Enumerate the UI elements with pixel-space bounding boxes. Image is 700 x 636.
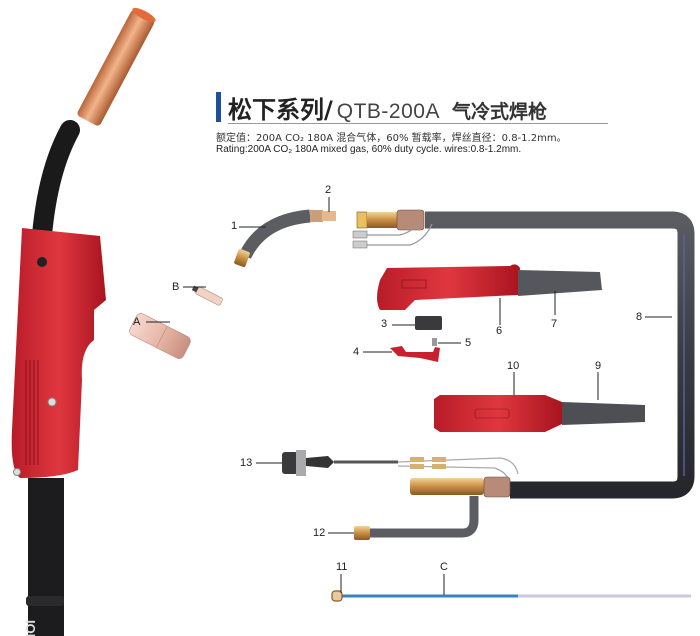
handle-screw: [47, 397, 57, 407]
part-b-contact-tip: [191, 285, 223, 306]
part-8-cable: [425, 211, 695, 499]
grip-ridges: [25, 360, 39, 465]
label-9: 9: [595, 360, 602, 372]
label-a: A: [133, 316, 141, 328]
spec-text-cn: 额定值：200A CO₂ 180A 混合气体，60% 暂载率，焊丝直径：0.8-…: [216, 133, 567, 144]
part-7-grip-sleeve: [518, 270, 602, 296]
label-8: 8: [636, 311, 643, 323]
part-9-rear-sleeve: [562, 402, 645, 425]
accent-bar: [216, 92, 221, 122]
gooseneck: [32, 120, 80, 245]
part-13-control-plug: [282, 452, 298, 474]
label-10: 10: [507, 360, 520, 372]
handle-socket: [37, 257, 47, 267]
label-5: 5: [465, 337, 472, 349]
red-handle: [11, 228, 107, 478]
part-2-connector: [310, 210, 323, 222]
part-12-gas-fitting: [354, 526, 370, 540]
wire-terminal: [352, 230, 368, 239]
part-a-nozzle: [129, 313, 191, 359]
wire-terminal: [352, 240, 368, 249]
leader-lines: [146, 197, 672, 595]
label-4: 4: [353, 346, 360, 358]
part-4-trigger: [390, 346, 440, 362]
label-b: B: [172, 281, 180, 293]
front-connector: [356, 211, 368, 229]
series-title: 松下系列/: [228, 96, 333, 124]
torch-cable: [28, 478, 64, 636]
cable-brand-text: IOR: [23, 620, 38, 636]
part-6-handle-shell: [377, 264, 520, 310]
rear-power-connector: [410, 478, 484, 495]
label-3: 3: [381, 318, 388, 330]
torch-photo: IOR: [11, 7, 156, 636]
part-10-handle-body: [434, 395, 562, 432]
label-11: 11: [336, 561, 348, 573]
label-7: 7: [551, 318, 558, 330]
label-6: 6: [496, 325, 503, 337]
torch-type: 气冷式焊枪: [451, 101, 547, 123]
model-number: QTB-200A: [336, 100, 440, 123]
page-title: 松下系列/QTB-200A 气冷式焊枪: [228, 90, 547, 125]
part-11-liner-stop: [331, 590, 343, 602]
label-1: 1: [231, 220, 238, 232]
copper-nozzle: [77, 7, 156, 126]
gas-hose: [370, 496, 479, 538]
label-12: 12: [313, 527, 326, 539]
handle-screw: [13, 468, 21, 476]
spec-text-en: Rating:200A CO₂ 180A mixed gas, 60% duty…: [216, 144, 522, 155]
part-3-switch: [415, 316, 442, 330]
label-2: 2: [325, 184, 332, 196]
title-divider: [228, 123, 608, 124]
part-1-gooseneck: [239, 209, 311, 260]
part-5-spring: [432, 338, 437, 346]
label-13: 13: [240, 457, 253, 469]
label-c: C: [440, 561, 448, 573]
